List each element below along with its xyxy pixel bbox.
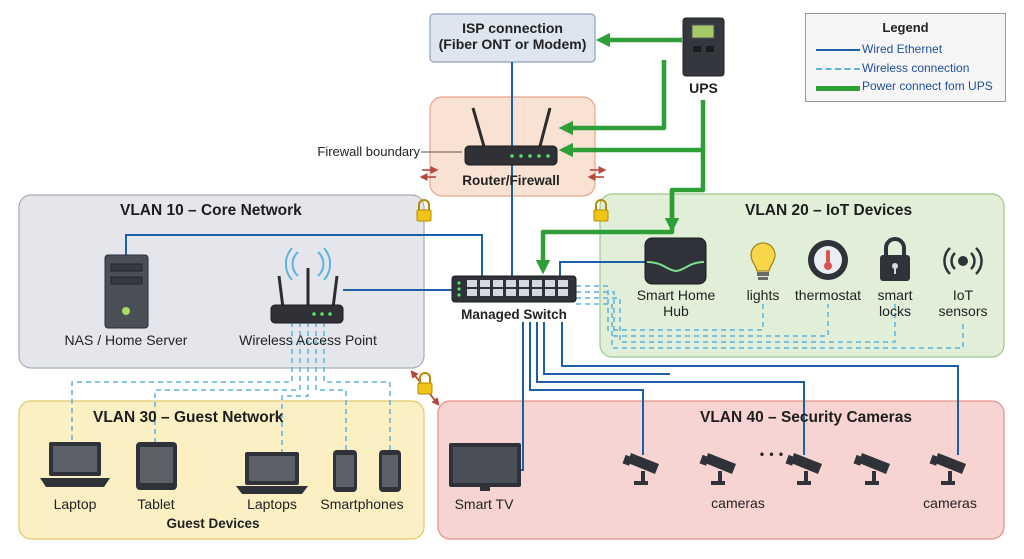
- switch-port: [493, 280, 503, 287]
- switch-led: [457, 281, 461, 285]
- sensors-label-line1: IoT: [952, 287, 974, 303]
- legend-wired-swatch: [816, 49, 860, 51]
- cameras-label: cameras: [923, 495, 977, 511]
- vlan30-title: VLAN 30 – Guest Network: [93, 409, 284, 426]
- vlan30-zone: [18, 400, 425, 540]
- legend-wireless-label: Wireless connection: [862, 61, 970, 75]
- vlan20-lock-icon: [593, 199, 609, 222]
- switch-led: [457, 293, 461, 297]
- switch-port: [467, 289, 477, 296]
- wap-label: Wireless Access Point: [239, 332, 377, 348]
- switch-led: [457, 287, 461, 291]
- vlan10-lock-icon: [416, 199, 432, 222]
- switch-port: [558, 289, 568, 296]
- wap-icon: [270, 247, 344, 324]
- locks-label: smart locks: [865, 287, 925, 319]
- switch-icon: [451, 275, 577, 303]
- switch-port: [480, 280, 490, 287]
- security-camera-icon: [622, 453, 659, 485]
- router-icon: [464, 107, 558, 166]
- nas-icon: [104, 254, 149, 329]
- locks-label-line1: smart: [877, 287, 913, 303]
- firewall-boundary-label: Firewall boundary: [317, 144, 420, 159]
- nas-label: NAS / Home Server: [64, 332, 188, 348]
- tablet-icon: [136, 442, 177, 490]
- thermostat-label: thermostat: [794, 287, 862, 303]
- switch-port: [532, 280, 542, 287]
- smart-tv-icon: [449, 443, 521, 491]
- switch-port: [480, 289, 490, 296]
- switch-port: [532, 289, 542, 296]
- switch-port: [558, 280, 568, 287]
- guest-devices-label: Guest Devices: [166, 516, 260, 531]
- smartphones-label: Smartphones: [320, 496, 404, 512]
- smart-tv-label: Smart TV: [454, 496, 514, 512]
- tablet-label: Tablet: [137, 496, 175, 512]
- legend-power-label: Power connect fom UPS: [862, 79, 993, 93]
- laptops-label: Laptops: [247, 496, 297, 512]
- cameras-label: cameras: [711, 495, 765, 511]
- sensors-label: IoT sensors: [928, 287, 998, 319]
- ups-icon: [682, 17, 725, 77]
- iot-sensor-icon: [943, 247, 983, 275]
- legend-power-swatch: [816, 86, 860, 91]
- isp-label: ISP connection (Fiber ONT or Modem): [430, 20, 595, 52]
- smart-home-hub-icon: [644, 237, 707, 285]
- legend-wired-label: Wired Ethernet: [862, 42, 943, 56]
- laptop-icon: [40, 442, 110, 487]
- locks-label-line2: locks: [879, 303, 911, 320]
- security-camera-icon: [929, 453, 966, 485]
- vlan20-zone: [599, 193, 1005, 358]
- smartphone-icon: [379, 450, 401, 492]
- vlan30-lock-icon: [417, 372, 433, 395]
- switch-port: [506, 280, 516, 287]
- laptop-label: Laptop: [53, 496, 97, 512]
- switch-port: [493, 289, 503, 296]
- wired-links: [125, 62, 959, 471]
- legend-wireless-swatch: [816, 68, 860, 70]
- vlan40-title: VLAN 40 – Security Cameras: [700, 409, 912, 426]
- thermostat-icon: [808, 240, 848, 280]
- vlan20-title: VLAN 20 – IoT Devices: [745, 202, 913, 219]
- security-camera-icon: [699, 453, 736, 485]
- switch-port: [545, 280, 555, 287]
- router-label: Router/Firewall: [462, 173, 560, 188]
- hub-label-line1: Smart Home: [636, 287, 716, 303]
- lightbulb-icon: [750, 242, 776, 280]
- vlan40-zone: [437, 400, 1005, 540]
- hub-label-line2: Hub: [663, 303, 689, 320]
- vlan10-title: VLAN 10 – Core Network: [120, 202, 302, 219]
- switch-port: [467, 280, 477, 287]
- switch-port: [506, 289, 516, 296]
- isp-line1: ISP connection: [462, 20, 563, 36]
- wireless-links: [71, 285, 964, 452]
- ups-label: UPS: [689, 80, 718, 96]
- legend: Legend Wired Ethernet Wireless connectio…: [805, 13, 1006, 102]
- lights-label: lights: [746, 287, 780, 303]
- hub-label: Smart Home Hub: [625, 287, 727, 319]
- switch-port: [545, 289, 555, 296]
- smart-lock-icon: [880, 237, 910, 281]
- power-links: [535, 32, 706, 275]
- smartphone-icon: [333, 450, 357, 492]
- cameras-ellipsis: • • •: [759, 447, 785, 461]
- security-camera-icon: [853, 453, 890, 485]
- switch-label: Managed Switch: [461, 307, 567, 322]
- legend-title: Legend: [882, 20, 929, 35]
- sensors-label-line2: sensors: [938, 303, 988, 320]
- security-camera-icon: [785, 453, 822, 485]
- switch-port: [519, 280, 529, 287]
- switch-port: [519, 289, 529, 296]
- isp-line2: (Fiber ONT or Modem): [438, 36, 587, 53]
- laptops-icon: [236, 452, 308, 494]
